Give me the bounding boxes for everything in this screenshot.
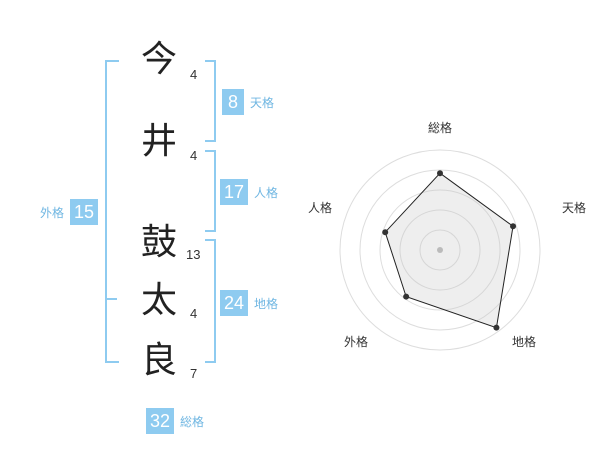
radar-ring-3 bbox=[379, 189, 501, 311]
gaikaku-value: 15 bbox=[70, 199, 99, 225]
name-char-2: 井 bbox=[141, 121, 178, 162]
radar-axis-label-3: 地格 bbox=[512, 334, 536, 349]
radar-point-3 bbox=[493, 324, 500, 331]
chikaku-bracket bbox=[205, 239, 216, 363]
jinkaku-badge: 17 人格 bbox=[220, 179, 278, 205]
chikaku-badge: 24 地格 bbox=[220, 290, 278, 316]
chikaku-label: 地格 bbox=[254, 296, 279, 311]
radar-point-2 bbox=[510, 223, 517, 230]
stroke-count-3: 13 bbox=[186, 247, 201, 262]
radar-point-4 bbox=[403, 293, 410, 300]
radar-ring-4 bbox=[359, 169, 521, 331]
soukaku-label: 総格 bbox=[180, 414, 205, 429]
gaikaku-badge: 外格 15 bbox=[40, 199, 99, 225]
tenkaku-bracket bbox=[205, 60, 216, 142]
jinkaku-bracket bbox=[205, 150, 216, 232]
radar-ring-5 bbox=[339, 149, 541, 351]
stroke-count-1: 4 bbox=[190, 67, 198, 82]
stroke-count-2: 4 bbox=[190, 148, 198, 163]
outer-bracket-tick bbox=[105, 298, 117, 300]
tenkaku-label: 天格 bbox=[250, 95, 275, 110]
name-char-4: 太 bbox=[141, 280, 178, 321]
radar-ring-2 bbox=[399, 209, 481, 291]
radar-point-1 bbox=[437, 170, 443, 177]
radar-center bbox=[437, 247, 443, 253]
jinkaku-label: 人格 bbox=[254, 185, 279, 200]
radar-polygon bbox=[384, 172, 514, 329]
radar-axis-label-5: 人格 bbox=[308, 200, 332, 215]
jinkaku-value: 17 bbox=[220, 179, 249, 205]
name-char-5: 良 bbox=[141, 340, 178, 381]
name-char-1: 今 bbox=[141, 39, 178, 80]
radar-axis-label-4: 外格 bbox=[344, 334, 368, 349]
chikaku-value: 24 bbox=[220, 290, 249, 316]
tenkaku-value: 8 bbox=[222, 89, 245, 115]
radar-point-5 bbox=[382, 229, 389, 236]
radar-axis-label-2: 天格 bbox=[562, 200, 586, 215]
stroke-count-5: 7 bbox=[190, 366, 198, 381]
outer-bracket bbox=[105, 60, 119, 363]
name-char-3: 鼓 bbox=[141, 222, 178, 263]
radar-ring-1 bbox=[419, 229, 461, 271]
radar-axis-label-1: 総格 bbox=[428, 120, 452, 135]
stroke-count-4: 4 bbox=[190, 306, 198, 321]
tenkaku-badge: 8 天格 bbox=[222, 89, 274, 115]
soukaku-badge: 32 総格 bbox=[146, 408, 204, 434]
gaikaku-label: 外格 bbox=[40, 205, 65, 220]
soukaku-value: 32 bbox=[146, 408, 175, 434]
